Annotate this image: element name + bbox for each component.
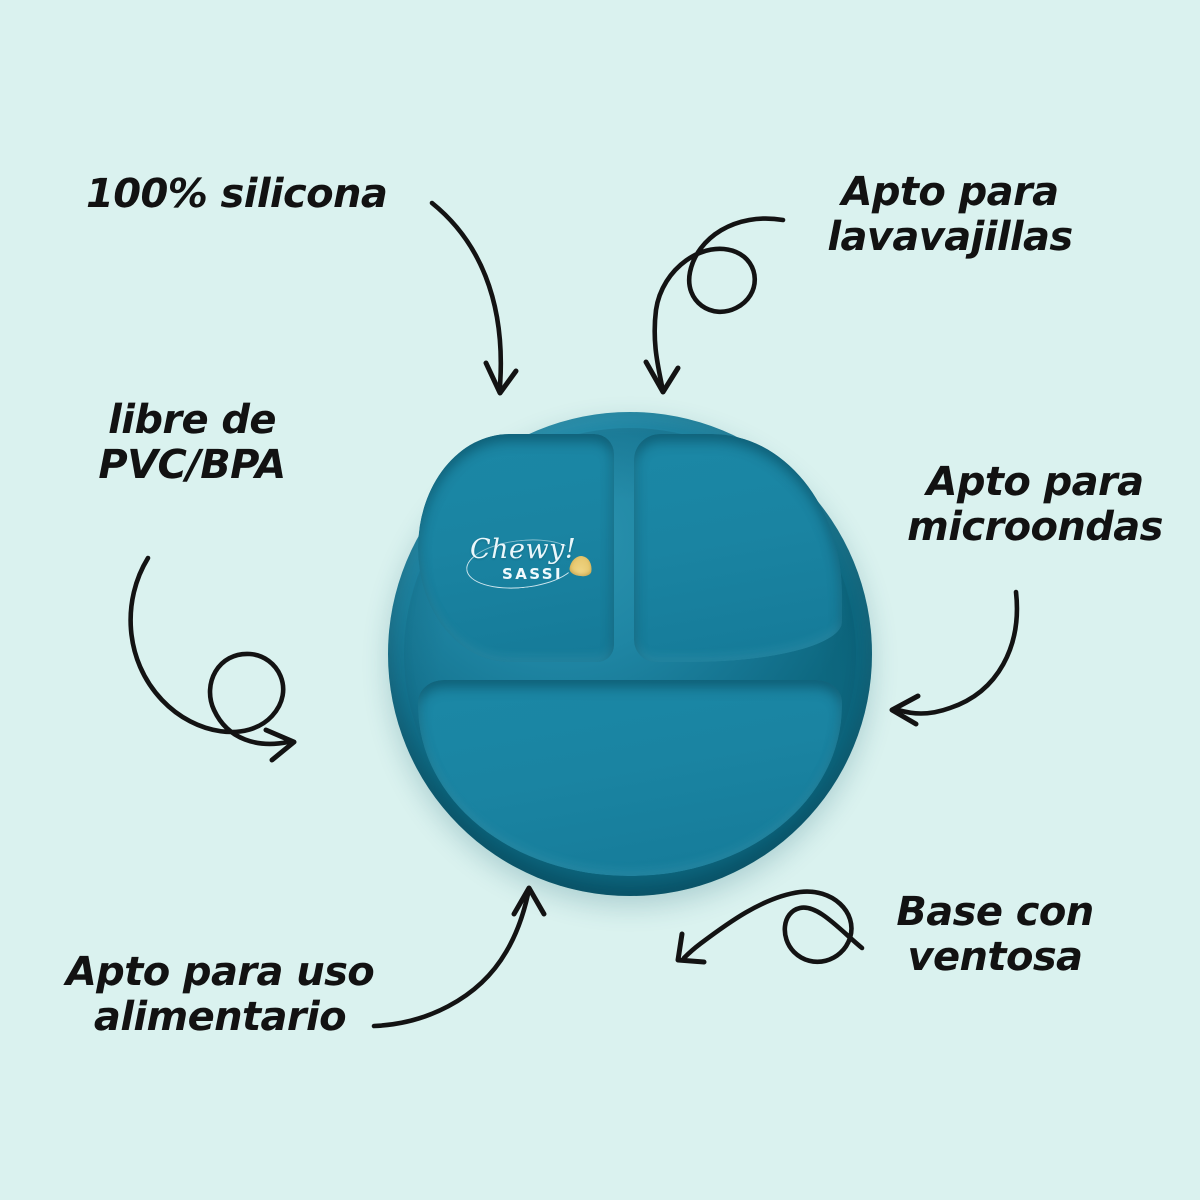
compartment-elephant-surface: [418, 680, 842, 876]
feature-label-silicona: 100% silicona: [86, 171, 388, 217]
feature-label-base-ventosa: Base con ventosa: [896, 889, 1094, 981]
feature-label-uso-alimentario: Apto para uso alimentario: [65, 949, 375, 1041]
compartment-logo-surface: [418, 434, 614, 662]
compartment-elephant: [418, 680, 842, 876]
compartment-pattern-surface: [634, 434, 842, 662]
arrow-lavavajillas: [643, 216, 786, 395]
arrow-microondas: [889, 589, 1020, 727]
feature-label-microondas: Apto para microondas: [907, 459, 1163, 551]
compartment-pattern: [634, 434, 842, 662]
arrow-ventosa: [675, 889, 865, 965]
arrow-pvc: [128, 555, 297, 763]
brand-sub-name: SASSI: [502, 565, 563, 583]
compartment-logo: Chewy! SASSI: [418, 434, 614, 662]
feature-label-lavavajillas: Apto para lavavajillas: [827, 169, 1073, 261]
feature-label-pvc-bpa: libre de PVC/BPA: [98, 397, 286, 489]
brand-logo: Chewy! SASSI: [463, 534, 600, 596]
arrow-silicona: [429, 200, 519, 396]
silicone-plate: Chewy! SASSI: [388, 412, 872, 896]
brand-script-name: Chewy!: [470, 534, 577, 565]
